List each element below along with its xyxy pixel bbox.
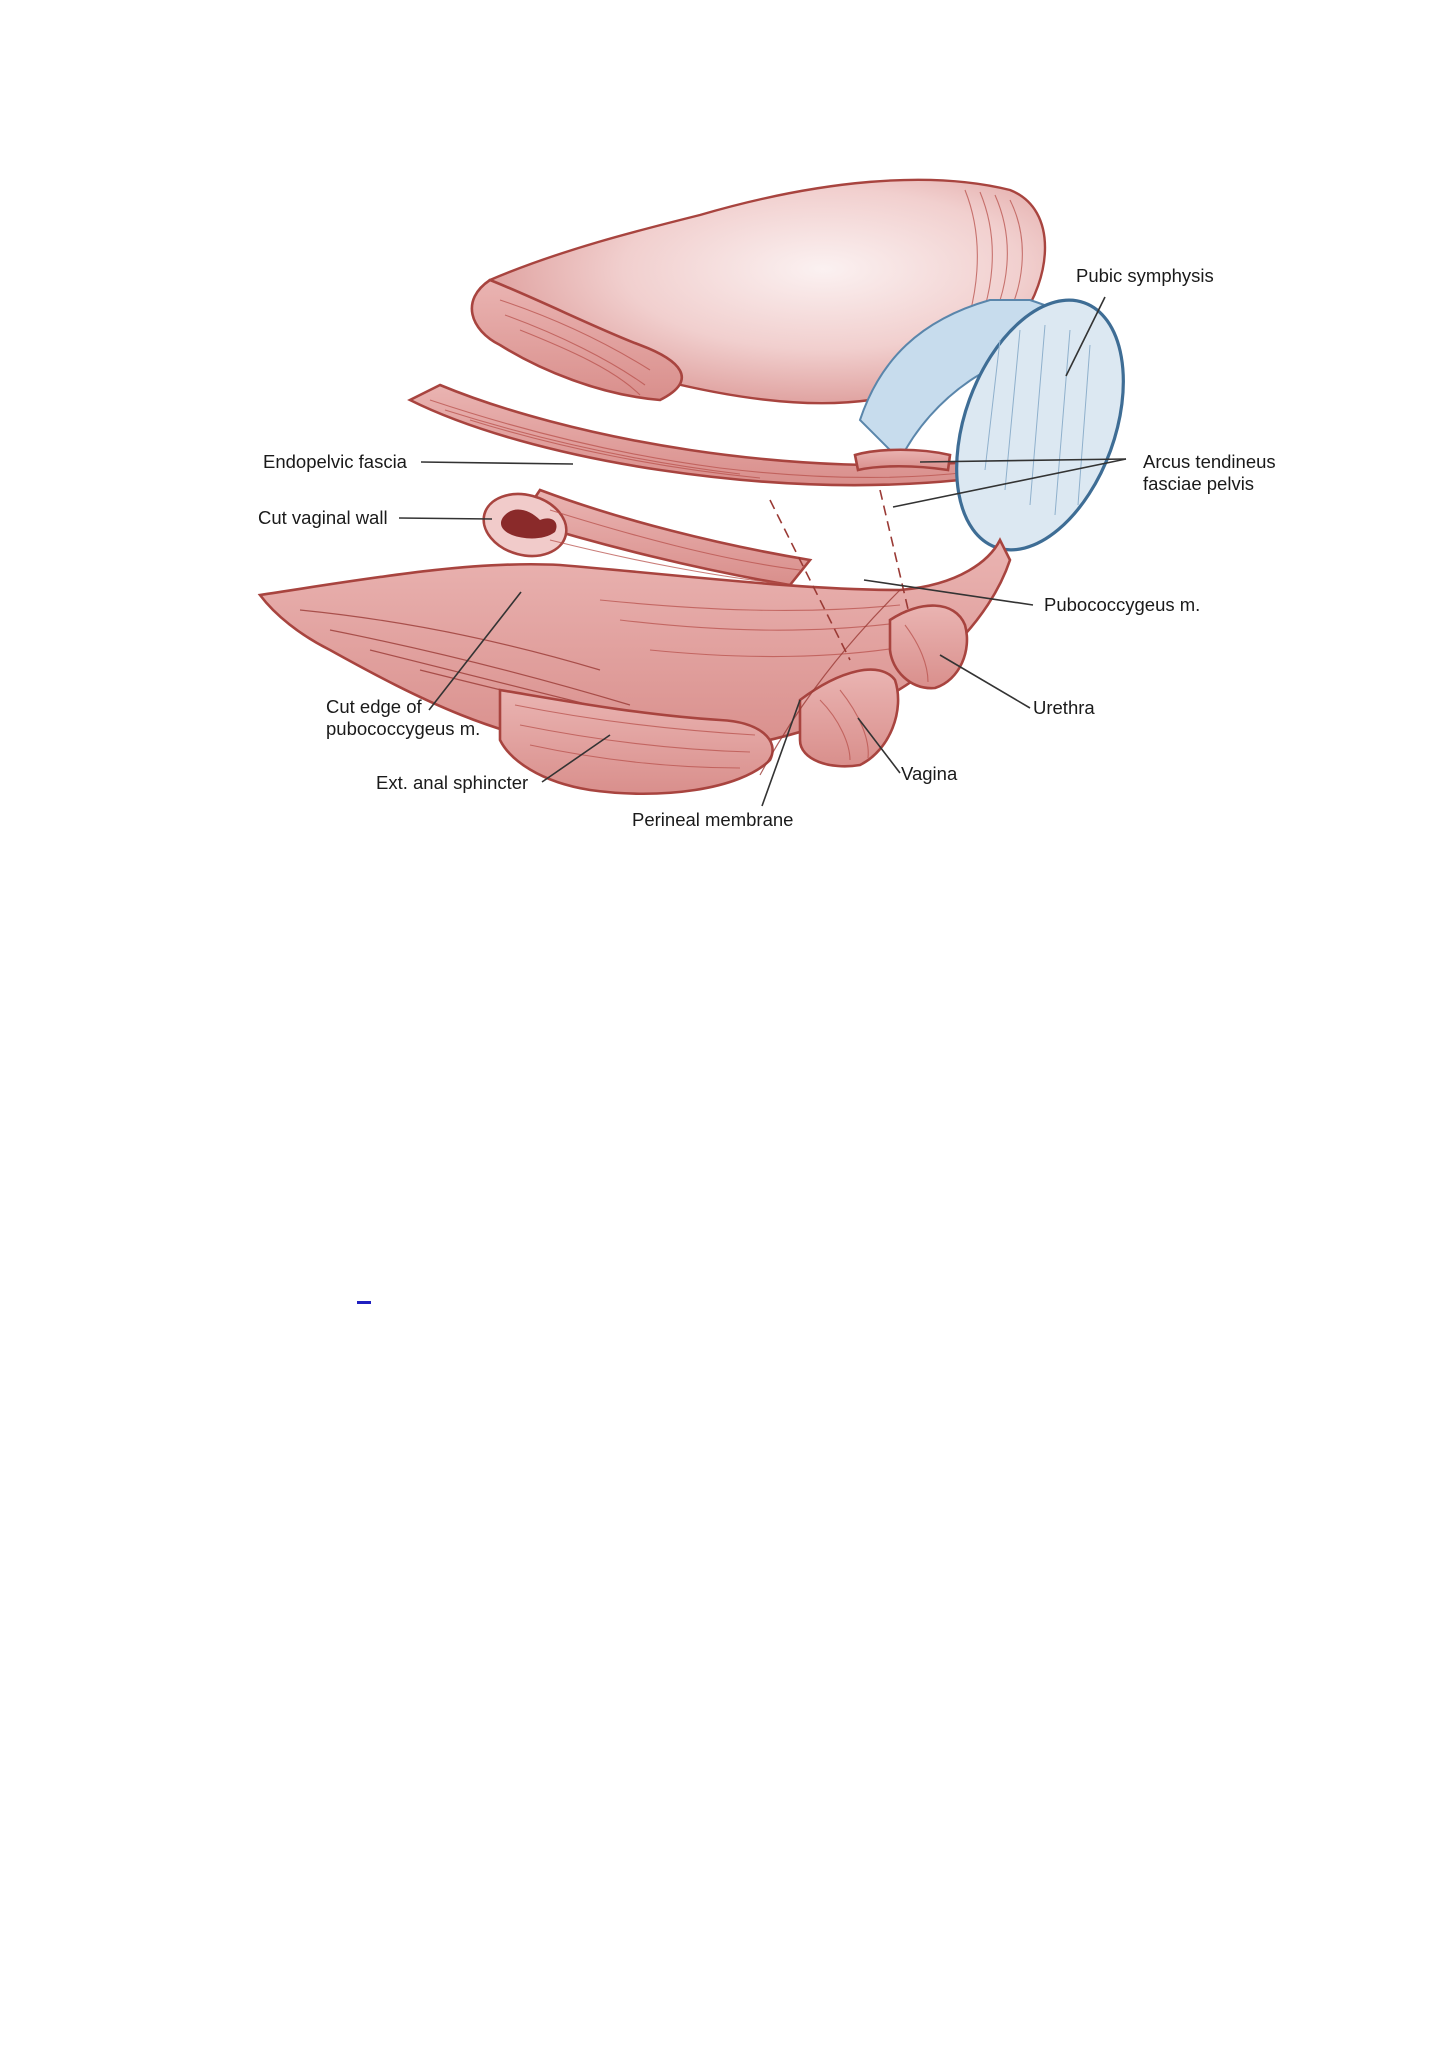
label-pubic-symphysis: Pubic symphysis: [1076, 265, 1214, 286]
urethra-stub: [888, 604, 969, 690]
label-perineal-membrane: Perineal membrane: [632, 809, 793, 830]
label-ext-anal-sphincter: Ext. anal sphincter: [376, 772, 528, 793]
pubic-symphysis-bone: [858, 298, 1125, 552]
cut-vaginal-wall: [482, 488, 813, 587]
arcus-tendineus-band: [853, 448, 952, 472]
label-endopelvic-fascia: Endopelvic fascia: [263, 451, 408, 472]
vagina-stub: [798, 668, 900, 768]
pelvic-floor-illustration: Pubic symphysis Endopelvic fascia Arcus …: [257, 178, 1276, 830]
page-link[interactable]: [357, 1301, 371, 1304]
label-arcus-tendineus-1: Arcus tendineus: [1143, 451, 1276, 472]
label-cut-vaginal-wall: Cut vaginal wall: [258, 507, 388, 528]
leader-lines: [398, 296, 1127, 807]
perineal-membrane-edge: [759, 589, 901, 776]
label-cut-edge-2: pubococcygeus m.: [326, 718, 480, 739]
label-vagina: Vagina: [901, 763, 958, 784]
label-cut-edge-1: Cut edge of: [326, 696, 423, 717]
labels: Pubic symphysis Endopelvic fascia Arcus …: [258, 265, 1276, 830]
label-arcus-tendineus-2: fasciae pelvis: [1143, 473, 1254, 494]
label-urethra: Urethra: [1033, 697, 1095, 718]
label-pubococcygeus: Pubococcygeus m.: [1044, 594, 1200, 615]
external-anal-sphincter: [498, 688, 774, 795]
